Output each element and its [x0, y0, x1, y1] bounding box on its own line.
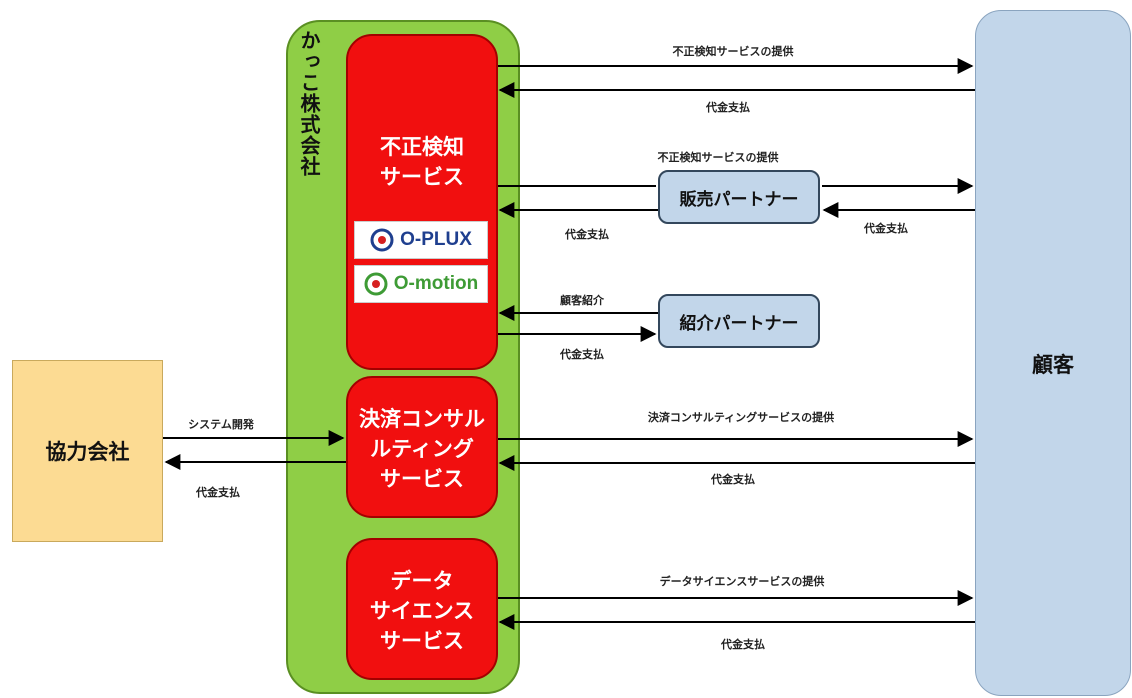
oplux-logo-text: O-PLUX	[400, 229, 472, 250]
referral-partner-label: 紹介パートナー	[679, 313, 799, 334]
system-dev-label: システム開発	[188, 418, 254, 431]
fraud-pay-label: 代金支払	[706, 101, 750, 114]
fraud-detection-service-label: 不正検知 サービス	[380, 135, 464, 189]
data-science-service-box: データ サイエンス サービス	[346, 538, 498, 680]
customer-label: 顧客	[1032, 353, 1074, 377]
customer-box: 顧客	[975, 10, 1131, 696]
oplux-logo-icon	[370, 228, 394, 252]
oplux-logo: O-PLUX	[354, 221, 488, 259]
cooperative-company-label: 協力会社	[45, 440, 130, 464]
omotion-logo: O-motion	[354, 265, 488, 303]
sales-partner-box: 販売パートナー	[658, 170, 820, 224]
omotion-logo-icon	[364, 272, 388, 296]
referral-intro-label: 顧客紹介	[560, 294, 604, 307]
consulting-provide-label: 決済コンサルティングサービスの提供	[647, 411, 835, 424]
data-science-service-label: データ サイエンス サービス	[369, 569, 475, 653]
cooperative-company-box: 協力会社	[12, 360, 163, 542]
omotion-logo-text: O-motion	[393, 273, 479, 294]
company-name: かっこ株式会社	[297, 30, 321, 177]
payment-consulting-service-box: 決済コンサル ルティング サービス	[346, 376, 498, 518]
fraud-provide-sales-label: 不正検知サービスの提供	[657, 151, 779, 164]
consulting-pay-label: 代金支払	[711, 473, 755, 486]
ds-pay-label: 代金支払	[721, 638, 765, 651]
referral-pay-label: 代金支払	[560, 348, 604, 361]
ds-provide-label: データサイエンスサービスの提供	[659, 575, 825, 588]
sales-pay-right-label: 代金支払	[864, 222, 908, 235]
fraud-detection-service-box: 不正検知 サービス	[346, 34, 498, 370]
fraud-provide-label: 不正検知サービスの提供	[672, 45, 794, 58]
payment-consulting-service-label: 決済コンサル ルティング サービス	[359, 407, 485, 491]
sales-pay-left-label: 代金支払	[565, 228, 609, 241]
coop-pay-label: 代金支払	[196, 486, 240, 499]
sales-partner-label: 販売パートナー	[679, 189, 799, 210]
referral-partner-box: 紹介パートナー	[658, 294, 820, 348]
